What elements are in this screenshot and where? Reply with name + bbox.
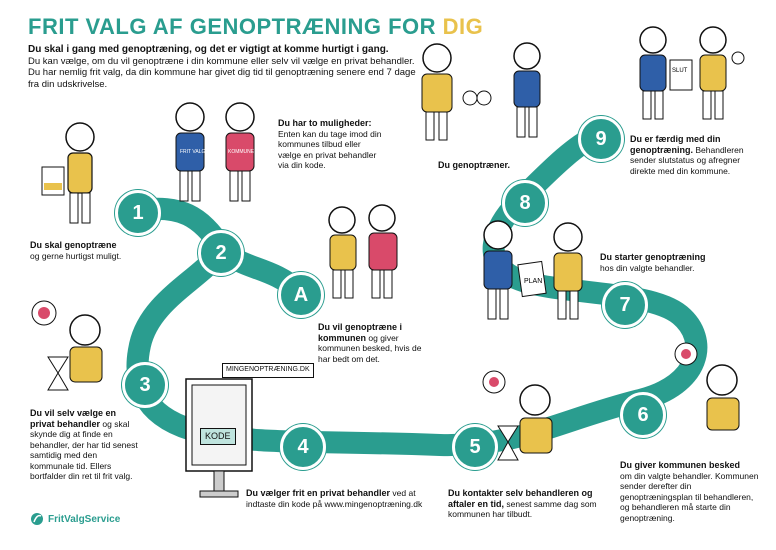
computer-screen [182, 375, 257, 505]
title-main: FRIT VALG AF GENOPTRÆNING FOR [28, 14, 443, 39]
step-4-body: ved at indtaste din kode på www.mingenop… [246, 488, 423, 509]
people-kommune [328, 204, 398, 299]
step-2-body: Enten kan du tage imod din kommunes tilb… [278, 128, 382, 171]
finished-people: SLUT [639, 26, 745, 120]
training-people [421, 42, 541, 141]
step-9-body: Behandleren sender slutstatus og afregne… [630, 144, 744, 176]
screen-code: KODE [200, 428, 236, 445]
step-7-bold: Du starter genoptræning [600, 252, 706, 262]
step-3-body: og skal skynde dig at finde en behandler… [30, 418, 138, 482]
step-a-bold: Du vil genoptræne i kommunen [318, 322, 403, 343]
step-8-text: Du genoptræner. [438, 160, 558, 171]
label-frit-valg-1: FRIT VALG [180, 149, 205, 155]
step-5-circle: 5 [452, 424, 498, 470]
label-slut: SLUT [672, 68, 688, 74]
step-5-body: senest samme dag som kommunen har tilbud… [448, 498, 597, 520]
people-with-plan: PLAN [483, 220, 583, 320]
step-2-text: Du har to muligheder: Enten kan du tage … [278, 118, 386, 171]
intro-line2: Du har nemlig frit valg, da din kommune … [28, 67, 416, 90]
step-2-bold: Du har to muligheder: [278, 118, 372, 128]
person-with-frit-valg-paper [41, 122, 95, 224]
leaf-icon [31, 513, 43, 525]
logo-text: FritValgService [48, 513, 121, 525]
step-1-bold: Du skal genoptræne [30, 240, 117, 250]
intro-line1: Du kan vælge, om du vil genoptræne i din… [28, 55, 415, 67]
step-a-text: Du vil genoptræne i kommunen og giver ko… [318, 322, 423, 364]
step-6-bold: Du giver kommunen besked [620, 460, 741, 470]
step-2-circle: 2 [198, 230, 244, 276]
step-7-circle: 7 [602, 282, 648, 328]
step-4-bold: Du vælger frit en privat behandler [246, 488, 391, 498]
screen-drawing [185, 378, 253, 498]
step-7-text: Du starter genoptræning hos din valgte b… [600, 252, 740, 273]
person-phone-3 [674, 342, 740, 431]
step-1-text: Du skal genoptræne og gerne hurtigst mul… [30, 240, 150, 261]
step-8-circle: 8 [502, 180, 548, 226]
step-3-text: Du vil selv vælge en privat behandler og… [30, 408, 142, 482]
step-9-circle: 9 [578, 116, 624, 162]
step-6-body: om din valgte behandler. Kommunen sender… [620, 470, 759, 523]
step-1-circle: 1 [115, 190, 161, 236]
two-people-choices: FRIT VALG KOMMUNE [175, 102, 255, 202]
label-kommune-1: KOMMUNE [228, 149, 255, 155]
fritvalgservice-logo: FritValgService [30, 512, 120, 526]
person-phone-hourglass-2 [482, 370, 553, 461]
step-8-bold: Du genoptræner. [438, 160, 511, 170]
step-9-text: Du er færdig med din genoptræning. Behan… [630, 134, 760, 176]
step-5-text: Du kontakter selv behandleren og aftaler… [448, 488, 608, 520]
intro-heading: Du skal i gang med genoptræning, og det … [28, 44, 389, 55]
step-7-body: hos din valgte behandler. [600, 262, 695, 273]
step-5-bold: Du kontakter selv behandleren og aftaler… [448, 488, 593, 509]
step-a-circle: A [278, 272, 324, 318]
screen-url: MINGENOPTRÆNING.DK [222, 363, 314, 378]
step-4-circle: 4 [280, 424, 326, 470]
step-1-body: og gerne hurtigst muligt. [30, 250, 122, 261]
step-6-circle: 6 [620, 392, 666, 438]
step-4-text: Du vælger frit en privat behandler ved a… [246, 488, 436, 509]
step-3-bold: Du vil selv vælge en privat behandler [30, 408, 117, 429]
title-highlight: DIG [442, 14, 484, 39]
intro-text: Du skal i gang med genoptræning, og det … [28, 44, 428, 90]
person-phone-hourglass-1 [31, 300, 103, 391]
label-plan: PLAN [524, 278, 542, 285]
step-9-bold: Du er færdig med din genoptræning. [630, 134, 721, 155]
page-title: FRIT VALG AF GENOPTRÆNING FOR DIG [28, 14, 483, 40]
step-a-body: og giver kommunen besked, hvis de har be… [318, 332, 422, 364]
step-3-circle: 3 [122, 362, 168, 408]
step-6-text: Du giver kommunen besked om din valgte b… [620, 460, 760, 523]
